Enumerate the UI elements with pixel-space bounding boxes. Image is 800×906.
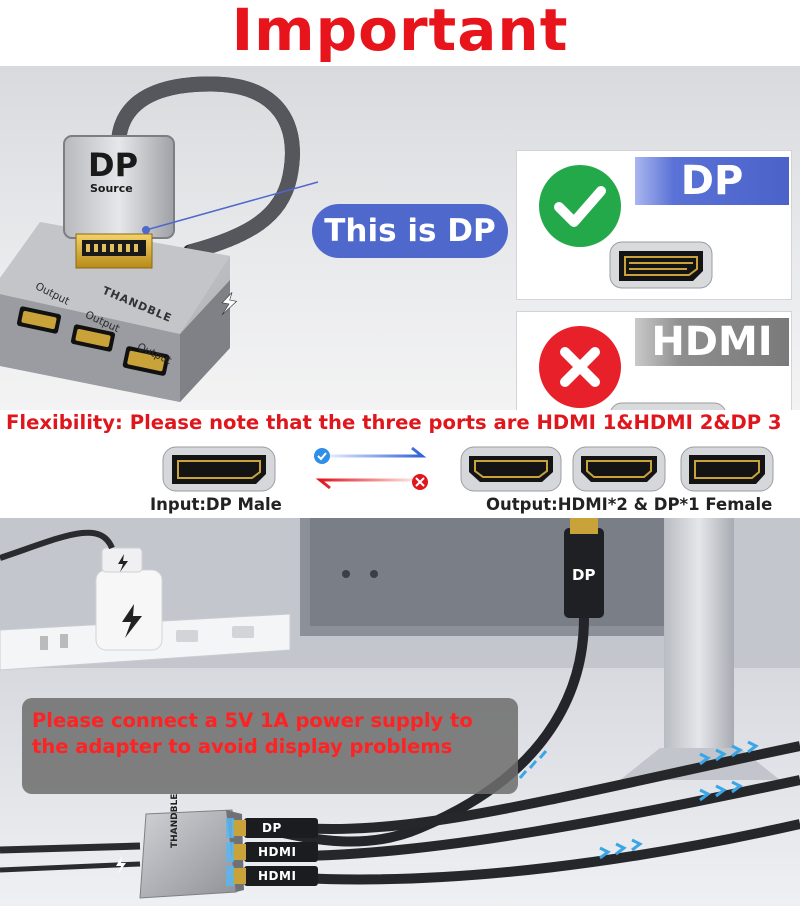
arrow-left-icon (315, 474, 428, 490)
cable-label-hdmi-1: HDMI (258, 845, 297, 859)
splitter-illustration (0, 76, 319, 402)
output-hdmi-port-icon-1 (460, 446, 562, 492)
correct-port-panel: DP (516, 150, 792, 300)
dp-plug-source: Source (90, 182, 133, 195)
this-is-dp-callout: This is DP (312, 204, 508, 258)
monitor-cable-label: DP (572, 566, 596, 584)
dp-plug-label: DP (88, 146, 139, 184)
input-dp-port-icon (162, 446, 276, 492)
direction-arrows (314, 446, 428, 490)
title-band: Important (0, 0, 800, 66)
lightning-icon (122, 604, 142, 638)
flexibility-note: Flexibility: Please note that the three … (6, 411, 782, 434)
hub-brand: THANDBLE (170, 793, 180, 848)
output-caption: Output:HDMI*2 & DP*1 Female (486, 495, 773, 514)
correct-port-label: DP (635, 157, 789, 205)
output-hdmi-port-icon-2 (572, 446, 666, 492)
cross-icon (539, 326, 621, 408)
check-icon (539, 165, 621, 247)
hdmi-port-icon (610, 402, 726, 410)
arrow-right-icon (314, 446, 427, 464)
wrong-port-label: HDMI (635, 318, 789, 366)
power-note-box: Please connect a 5V 1A power supply to t… (22, 698, 518, 794)
power-note-line-2: the adapter to avoid display problems (32, 735, 453, 758)
output-dp-port-icon (680, 446, 774, 492)
wrong-port-panel: HDMI (516, 311, 792, 410)
flexibility-section: Flexibility: Please note that the three … (0, 410, 800, 518)
input-caption: Input:DP Male (150, 495, 282, 514)
product-section: DP Source THANDBLE Output Output Output … (0, 66, 800, 410)
splitter-output-ports (16, 306, 170, 376)
power-note-line-1: Please connect a 5V 1A power supply to (32, 709, 473, 732)
page-title: Important (231, 0, 569, 64)
cable-label-dp: DP (262, 821, 282, 835)
cable-label-hdmi-2: HDMI (258, 869, 297, 883)
setup-section: DP Please connect a 5V 1A power supply t… (0, 518, 800, 906)
dp-port-icon (609, 241, 713, 289)
